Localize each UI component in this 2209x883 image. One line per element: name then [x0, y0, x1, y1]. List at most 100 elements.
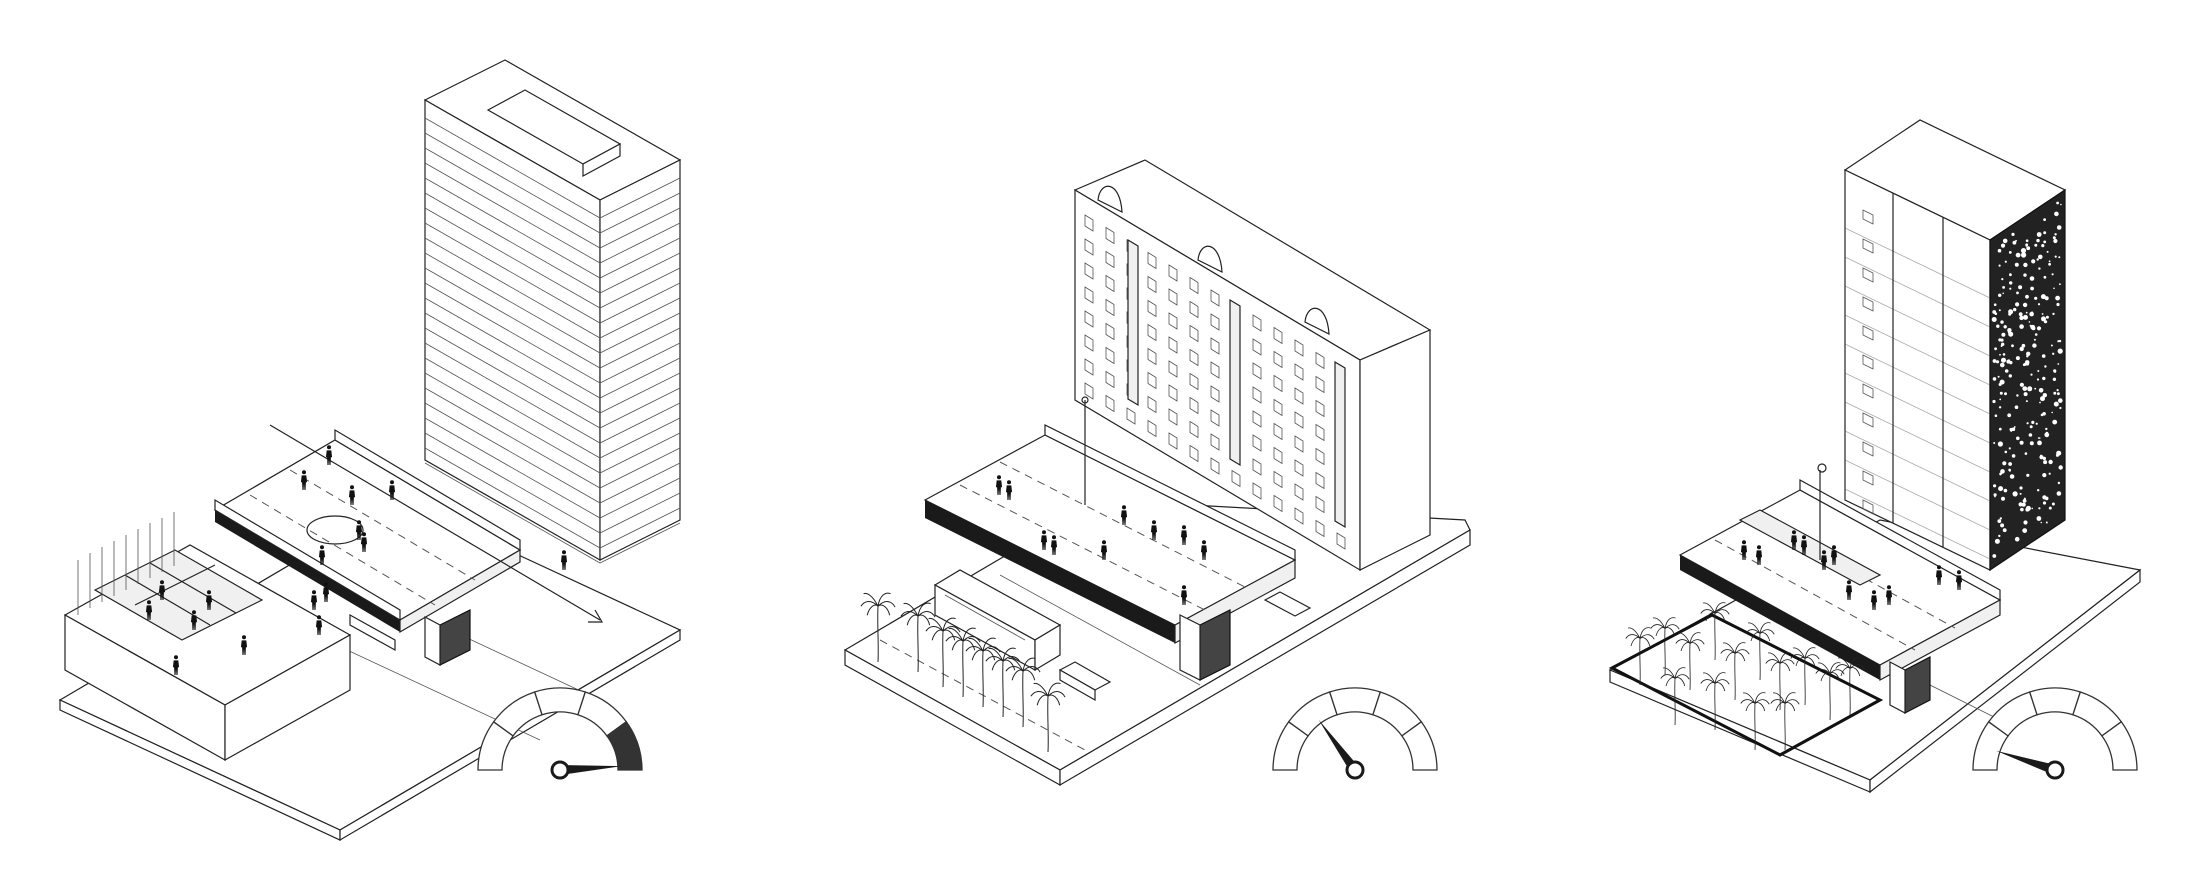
foliage-dot — [2058, 398, 2063, 403]
foliage-dot — [2002, 353, 2006, 356]
foliage-dot — [2019, 440, 2024, 445]
gauge-hub — [2045, 760, 2065, 780]
foliage-dot — [1995, 360, 2000, 364]
foliage-dot — [2040, 413, 2044, 417]
ground-base — [843, 499, 1471, 787]
gauge-icon — [1272, 687, 1438, 780]
foliage-dot — [1999, 353, 2001, 356]
foliage-dot — [2028, 433, 2033, 437]
foliage-dot — [2044, 365, 2047, 368]
foliage-dot — [2019, 492, 2022, 495]
foliage-dot — [2023, 314, 2028, 320]
scenario-1 — [58, 59, 682, 842]
foliage-dot — [2008, 331, 2014, 337]
foliage-dot — [2040, 521, 2043, 524]
foliage-dot — [2056, 201, 2060, 205]
foliage-dot — [2038, 254, 2043, 260]
foliage-dot — [2025, 294, 2029, 299]
foliage-dot — [2001, 332, 2006, 337]
foliage-dot — [2056, 225, 2062, 230]
foliage-dot — [2016, 394, 2019, 397]
foliage-dot — [2023, 273, 2027, 277]
foliage-dot — [2038, 507, 2041, 510]
foliage-dot — [2035, 422, 2038, 425]
foliage-dot — [2054, 255, 2057, 258]
foliage-dot — [2040, 294, 2046, 300]
foliage-dot — [2038, 267, 2041, 270]
foliage-dot — [2037, 489, 2040, 492]
foliage-dot — [2056, 450, 2062, 456]
foliage-dot — [2016, 436, 2020, 441]
foliage-dot — [2011, 344, 2014, 348]
scenario-2 — [843, 159, 1471, 787]
foliage-dot — [1999, 472, 2002, 476]
gauge-segment — [605, 720, 643, 771]
foliage-dot — [2026, 473, 2030, 477]
foliage-dot — [2045, 427, 2048, 431]
foliage-dot — [2008, 447, 2011, 450]
foliage-dot — [2009, 360, 2013, 365]
foliage-dot — [2034, 387, 2037, 390]
foliage-dot — [1997, 248, 2002, 253]
foliage-dot — [2052, 352, 2055, 355]
foliage-dot — [2030, 373, 2033, 376]
foliage-dot — [2019, 315, 2024, 321]
foliage-dot — [2027, 386, 2033, 392]
foliage-dot — [2038, 388, 2044, 393]
foliage-dot — [2000, 469, 2005, 474]
foliage-dot — [2036, 258, 2039, 261]
foliage-dot — [1993, 484, 1997, 488]
foliage-dot — [2039, 455, 2044, 460]
foliage-dot — [2054, 211, 2059, 217]
foliage-dot — [2053, 370, 2057, 373]
gauge-hub — [550, 760, 570, 780]
foliage-dot — [2014, 262, 2019, 267]
foliage-dot — [2060, 203, 2062, 206]
person-icon — [560, 550, 568, 570]
foliage-dot — [1994, 538, 2000, 544]
foliage-dot — [2009, 287, 2012, 290]
foliage-dot — [2012, 491, 2018, 497]
foliage-dot — [2059, 283, 2061, 286]
gauge-needle — [1318, 719, 1359, 773]
foliage-dot — [1994, 312, 1998, 316]
foliage-dot — [1997, 441, 2003, 447]
foliage-dot — [2041, 313, 2044, 315]
foliage-dot — [2029, 441, 2034, 446]
foliage-dot — [2037, 437, 2040, 439]
foliage-dot — [2058, 256, 2061, 259]
foliage-dot — [2008, 359, 2010, 361]
foliage-dot — [2008, 374, 2013, 378]
foliage-dot — [2053, 401, 2059, 407]
foliage-dot — [2023, 392, 2028, 397]
foliage-dot — [2052, 419, 2058, 425]
foliage-dot — [2008, 462, 2012, 466]
foliage-dot — [2033, 338, 2036, 341]
gauge-icon — [1972, 687, 2138, 780]
foliage-dot — [2011, 232, 2015, 236]
low-building-court — [63, 512, 352, 762]
foliage-dot — [2004, 392, 2007, 396]
foliage-dot — [2023, 262, 2028, 268]
gauge-needle — [1996, 750, 2057, 775]
foliage-dot — [2043, 231, 2047, 235]
foliage-dot — [2001, 278, 2004, 281]
foliage-dot — [2059, 406, 2062, 410]
foliage-dot — [2050, 344, 2053, 347]
foliage-dot — [2037, 370, 2040, 372]
foliage-dot — [1991, 317, 1997, 322]
foliage-dot — [1998, 427, 2002, 431]
foliage-dot — [2042, 376, 2046, 381]
foliage-dot — [2015, 239, 2017, 242]
foliage-dot — [2001, 342, 2005, 346]
foliage-dot — [2043, 320, 2047, 324]
foliage-dot — [2000, 362, 2005, 368]
foliage-dot — [2031, 507, 2033, 510]
foliage-dot — [2020, 248, 2027, 254]
foliage-dot — [2002, 292, 2004, 295]
tower-building — [423, 59, 682, 564]
foliage-dot — [2008, 468, 2011, 472]
foliage-dot — [2032, 343, 2037, 348]
foliage-dot — [1993, 303, 1997, 307]
elevated-deck — [1678, 463, 2002, 714]
